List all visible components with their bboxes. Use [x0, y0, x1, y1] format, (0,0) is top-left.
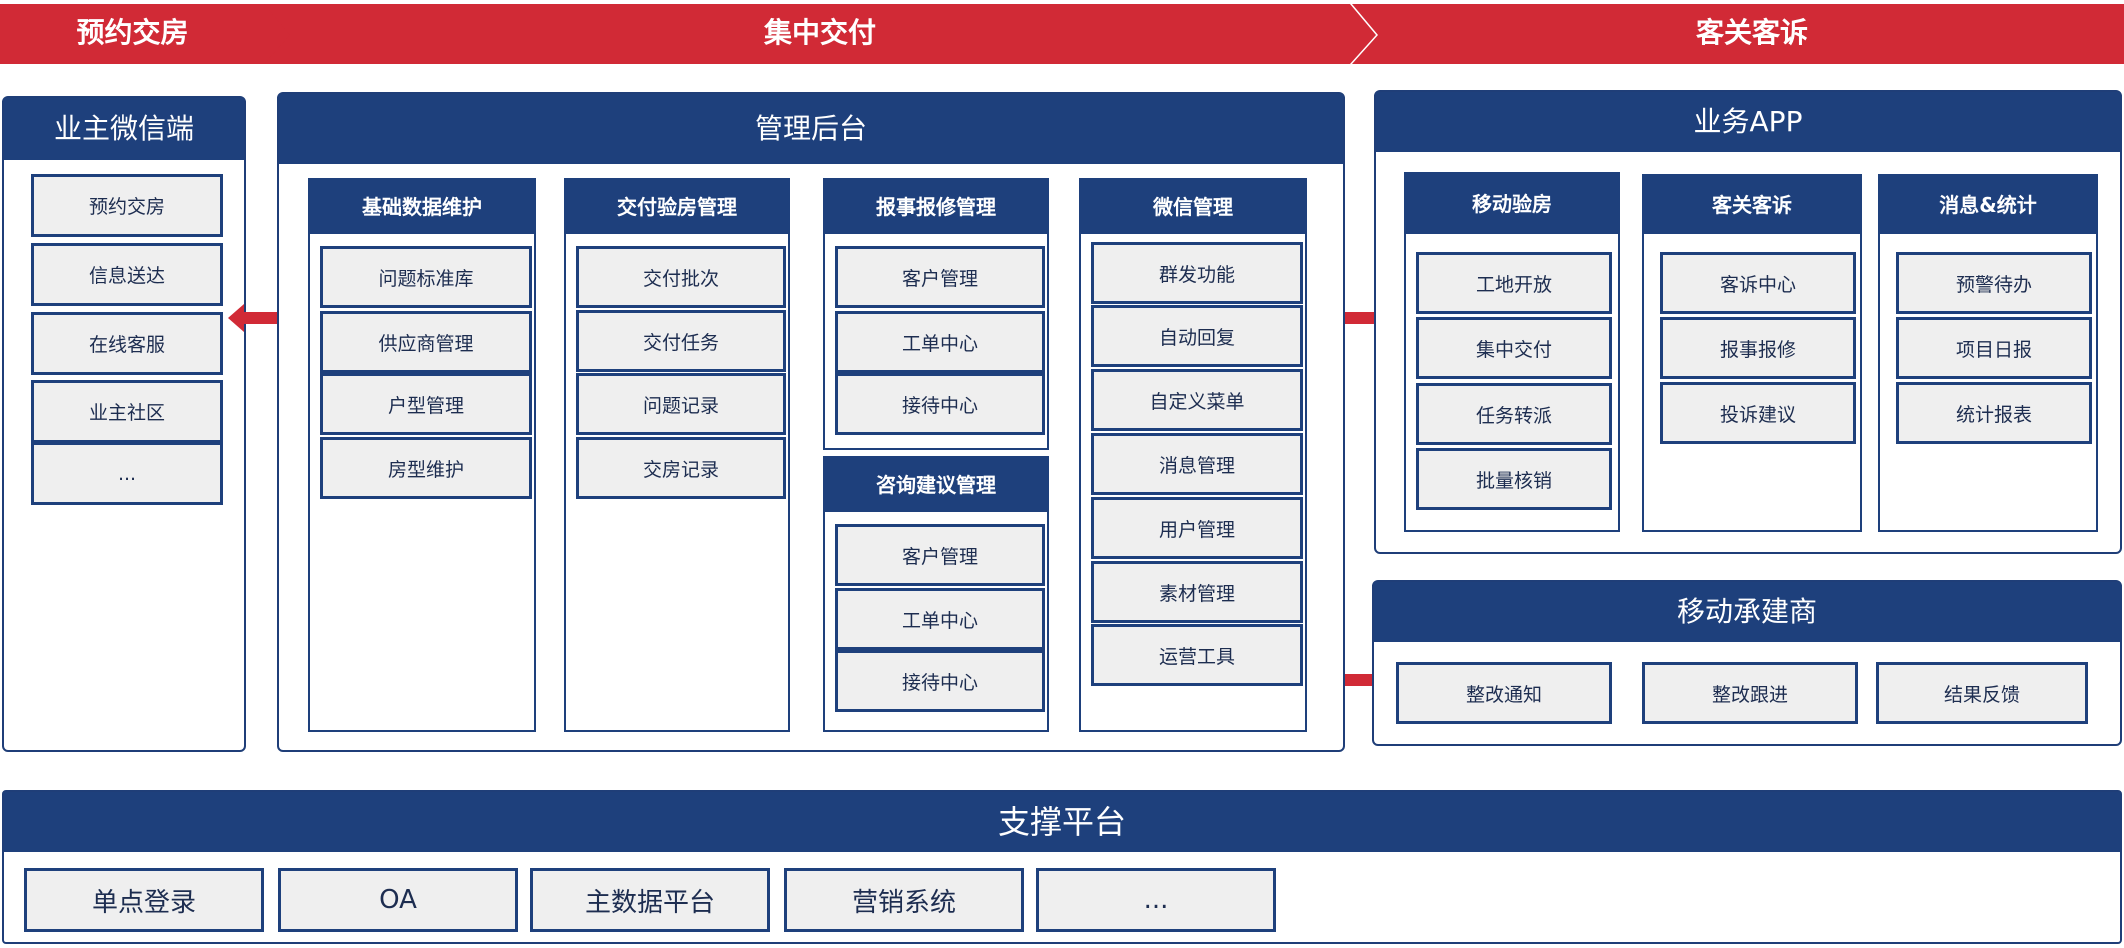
complaints-column: 客关客诉 客诉中心 报事报修 投诉建议 [1642, 174, 1862, 532]
repair-column: 报事报修管理 客户管理 工单中心 接待中心 [823, 178, 1049, 450]
admin-panel: 管理后台 基础数据维护 问题标准库 供应商管理 户型管理 房型维护 交付验房管理… [277, 92, 1345, 752]
delivery-item-handover[interactable]: 交房记录 [576, 437, 786, 499]
wechat-item-users[interactable]: 用户管理 [1091, 497, 1303, 559]
mobile-inspect-column: 移动验房 工地开放 集中交付 任务转派 批量核销 [1404, 172, 1620, 532]
message-item-reports[interactable]: 统计报表 [1896, 382, 2092, 444]
wechat-item-autoreply[interactable]: 自动回复 [1091, 305, 1303, 367]
phase-label-complaints: 客关客诉 [1695, 16, 1808, 49]
contractor-item-notice[interactable]: 整改通知 [1396, 662, 1612, 724]
inspect-item-batch-verify[interactable]: 批量核销 [1416, 448, 1612, 510]
wechat-item-materials[interactable]: 素材管理 [1091, 561, 1303, 623]
message-item-daily[interactable]: 项目日报 [1896, 317, 2092, 379]
support-panel: 支撑平台 单点登录 OA 主数据平台 营销系统 ... [2, 790, 2122, 944]
phase-label-booking: 预约交房 [76, 16, 189, 49]
mobile-inspect-title: 移动验房 [1406, 174, 1618, 234]
phase-banner [0, 4, 2124, 64]
double-arrow-icon [228, 304, 294, 332]
delivery-title: 交付验房管理 [566, 180, 788, 234]
owner-item-community[interactable]: 业主社区 [31, 380, 223, 443]
wechat-item-broadcast[interactable]: 群发功能 [1091, 242, 1303, 304]
consult-item-reception[interactable]: 接待中心 [835, 650, 1045, 712]
owner-wechat-panel: 业主微信端 预约交房 信息送达 在线客服 业主社区 ... [2, 96, 246, 752]
repair-item-customer[interactable]: 客户管理 [835, 246, 1045, 308]
messages-title: 消息&统计 [1880, 176, 2096, 234]
double-arrow-icon [1330, 304, 1388, 332]
contractor-item-followup[interactable]: 整改跟进 [1642, 662, 1858, 724]
basic-data-title: 基础数据维护 [310, 180, 534, 234]
wechat-item-ops-tools[interactable]: 运营工具 [1091, 624, 1303, 686]
support-item-marketing[interactable]: 营销系统 [784, 868, 1024, 932]
wechat-item-messages[interactable]: 消息管理 [1091, 433, 1303, 495]
inspect-item-site-open[interactable]: 工地开放 [1416, 252, 1612, 314]
wechat-mgmt-column: 微信管理 群发功能 自动回复 自定义菜单 消息管理 用户管理 素材管理 运营工具 [1079, 178, 1307, 732]
owner-item-more[interactable]: ... [31, 442, 223, 505]
owner-item-booking[interactable]: 预约交房 [31, 174, 223, 237]
owner-item-notify[interactable]: 信息送达 [31, 243, 223, 306]
complaint-item-repair[interactable]: 报事报修 [1660, 317, 1856, 379]
support-item-oa[interactable]: OA [278, 868, 518, 932]
basic-item-issue-lib[interactable]: 问题标准库 [320, 246, 532, 308]
message-item-alerts[interactable]: 预警待办 [1896, 252, 2092, 314]
wechat-mgmt-title: 微信管理 [1081, 180, 1305, 234]
repair-title: 报事报修管理 [825, 180, 1047, 234]
consult-column: 咨询建议管理 客户管理 工单中心 接待中心 [823, 456, 1049, 732]
phase-arrow-1 [0, 4, 297, 64]
delivery-item-task[interactable]: 交付任务 [576, 310, 786, 372]
basic-item-room-type[interactable]: 房型维护 [320, 437, 532, 499]
complaint-item-center[interactable]: 客诉中心 [1660, 252, 1856, 314]
basic-item-unit-type[interactable]: 户型管理 [320, 373, 532, 435]
double-arrow-icon [1328, 666, 1386, 694]
contractor-panel: 移动承建商 整改通知 整改跟进 结果反馈 [1372, 580, 2122, 746]
inspect-item-reassign[interactable]: 任务转派 [1416, 383, 1612, 445]
repair-item-workorder[interactable]: 工单中心 [835, 311, 1045, 373]
support-item-mdm[interactable]: 主数据平台 [530, 868, 770, 932]
business-app-title: 业务APP [1376, 92, 2120, 152]
complaints-title: 客关客诉 [1644, 176, 1860, 234]
delivery-item-batch[interactable]: 交付批次 [576, 246, 786, 308]
support-title: 支撑平台 [4, 792, 2120, 852]
phase-arrow-2 [264, 4, 1376, 64]
contractor-title: 移动承建商 [1374, 582, 2120, 642]
support-item-more[interactable]: ... [1036, 868, 1276, 932]
consult-item-customer[interactable]: 客户管理 [835, 524, 1045, 586]
delivery-column: 交付验房管理 交付批次 交付任务 问题记录 交房记录 [564, 178, 790, 732]
owner-wechat-title: 业主微信端 [4, 98, 244, 160]
owner-item-service[interactable]: 在线客服 [31, 312, 223, 375]
phase-label-delivery: 集中交付 [763, 16, 876, 49]
wechat-item-custom-menu[interactable]: 自定义菜单 [1091, 369, 1303, 431]
basic-item-supplier[interactable]: 供应商管理 [320, 311, 532, 373]
inspect-item-delivery[interactable]: 集中交付 [1416, 317, 1612, 379]
basic-data-column: 基础数据维护 问题标准库 供应商管理 户型管理 房型维护 [308, 178, 536, 732]
delivery-item-issue-record[interactable]: 问题记录 [576, 373, 786, 435]
consult-item-workorder[interactable]: 工单中心 [835, 588, 1045, 650]
consult-title: 咨询建议管理 [825, 458, 1047, 512]
repair-item-reception[interactable]: 接待中心 [835, 373, 1045, 435]
business-app-panel: 业务APP 移动验房 工地开放 集中交付 任务转派 批量核销 客关客诉 客诉中心… [1374, 90, 2122, 554]
support-item-sso[interactable]: 单点登录 [24, 868, 264, 932]
complaint-item-suggestion[interactable]: 投诉建议 [1660, 382, 1856, 444]
admin-title: 管理后台 [279, 94, 1343, 164]
contractor-item-feedback[interactable]: 结果反馈 [1876, 662, 2088, 724]
phase-arrow-3 [1352, 4, 2124, 64]
messages-column: 消息&统计 预警待办 项目日报 统计报表 [1878, 174, 2098, 532]
